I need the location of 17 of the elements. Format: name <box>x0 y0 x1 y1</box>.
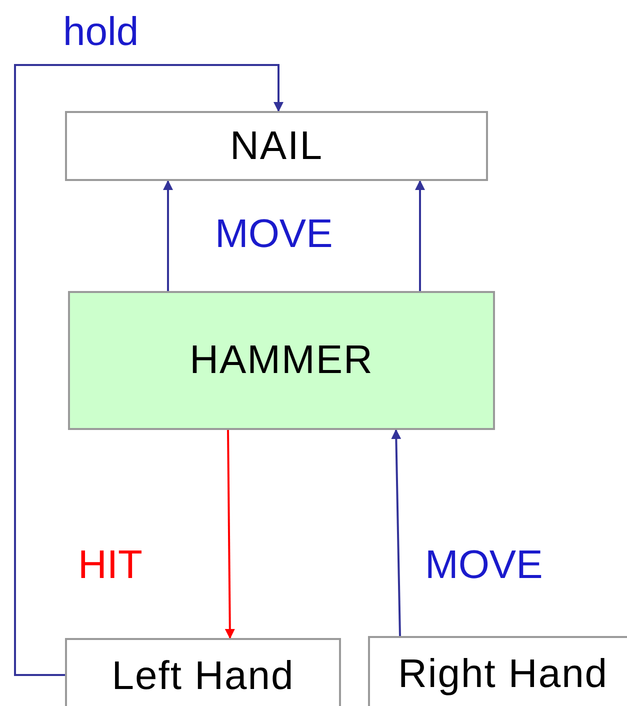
box <box>368 636 627 706</box>
arrow <box>391 429 402 636</box>
arrow <box>163 180 173 291</box>
edge-label: HIT <box>78 543 142 588</box>
node-label: NAIL <box>230 124 323 168</box>
edge-label: hold <box>63 10 139 55</box>
node-label: HAMMER <box>190 338 374 383</box>
arrow <box>415 180 425 291</box>
arrow <box>14 64 284 676</box>
edge-label: MOVE <box>215 212 333 257</box>
node-label: Left Hand <box>112 654 294 698</box>
process-box <box>68 291 495 430</box>
box <box>65 111 488 181</box>
node-label: Right Hand <box>398 652 608 696</box>
box <box>65 638 341 706</box>
arrow <box>224 430 235 639</box>
edge-label: MOVE <box>425 543 543 588</box>
